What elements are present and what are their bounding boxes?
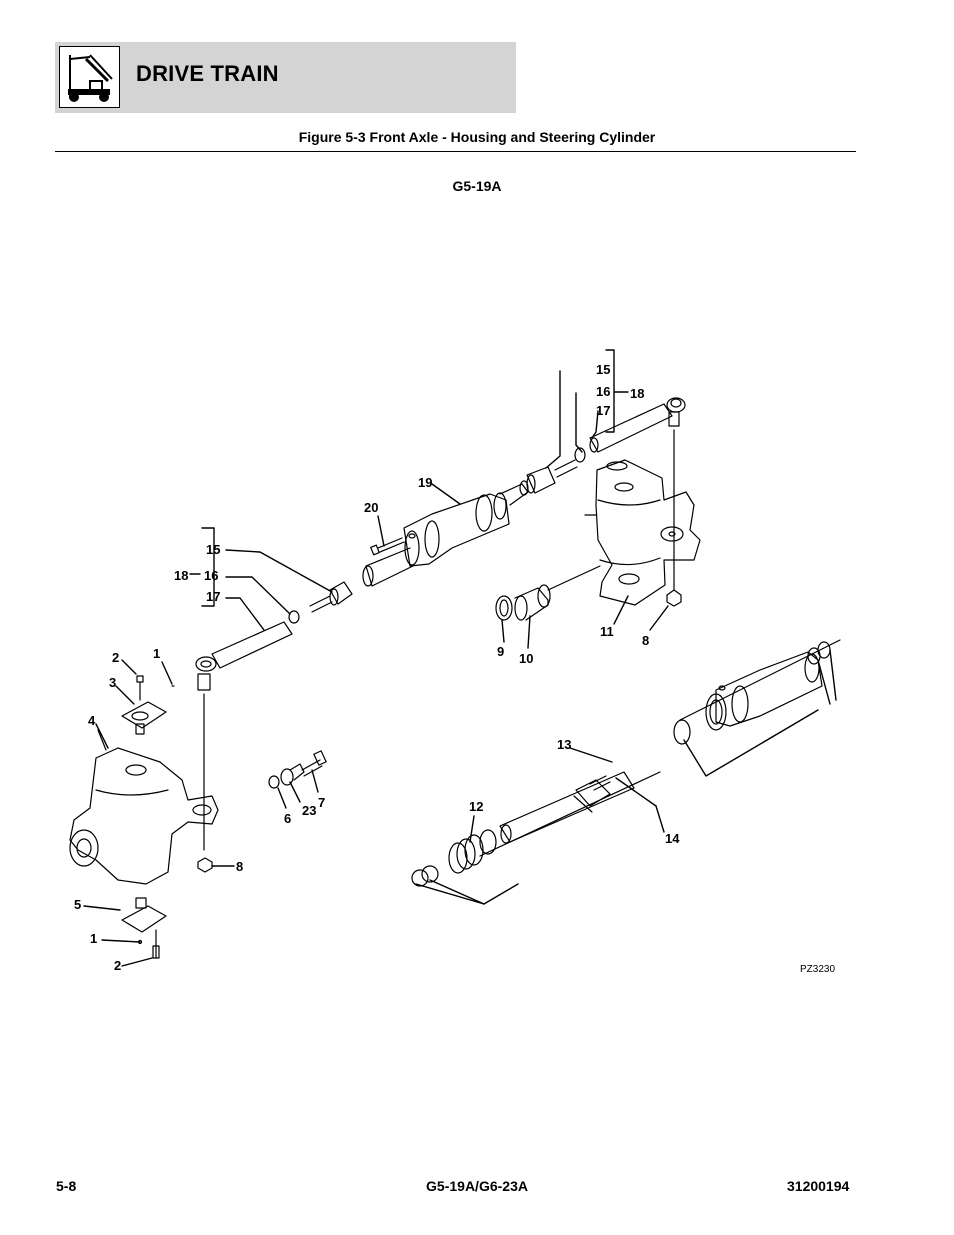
callout-6: 6	[284, 811, 291, 826]
callout-16-lower: 16	[204, 568, 218, 583]
callout-11: 11	[600, 624, 614, 639]
section-title: DRIVE TRAIN	[136, 61, 279, 86]
callout-12: 12	[469, 799, 483, 814]
drawing-id: PZ3230	[800, 964, 836, 975]
bolt-20	[370, 537, 405, 556]
page-number: 5-8	[56, 1178, 77, 1194]
callout-2-upper: 2	[112, 650, 119, 665]
steering-cylinder-upper	[362, 480, 529, 587]
steering-knuckle-right	[584, 459, 701, 606]
doc-number: 31200194	[787, 1178, 850, 1194]
callout-18-lower: 18	[174, 568, 188, 583]
callout-13: 13	[557, 737, 571, 752]
footer-models: G5-19A/G6-23A	[426, 1178, 528, 1194]
callout-1-upper: 1	[153, 646, 160, 661]
callout-15-upper: 15	[596, 362, 610, 377]
callout-10: 10	[519, 651, 533, 666]
callout-19: 19	[418, 475, 432, 490]
callout-20: 20	[364, 500, 378, 515]
callout-8-lower: 8	[236, 859, 243, 874]
leader-lines	[83, 349, 837, 967]
header-band	[55, 42, 516, 113]
king-pin-cap-upper	[121, 675, 175, 735]
callout-4: 4	[88, 713, 96, 728]
bolt-assembly-lower	[268, 750, 327, 789]
nut-8-lower	[197, 857, 213, 873]
callout-17-upper: 17	[596, 403, 610, 418]
callout-18-upper: 18	[630, 386, 644, 401]
callout-7: 7	[318, 795, 325, 810]
callout-16-upper: 16	[596, 384, 610, 399]
callout-23: 23	[302, 803, 316, 818]
callout-2-lower: 2	[114, 958, 121, 973]
title-rule	[55, 151, 856, 152]
callout-14: 14	[665, 831, 680, 846]
figure-title: Figure 5-3 Front Axle - Housing and Stee…	[298, 129, 656, 145]
seal-and-bushing	[495, 565, 601, 621]
figure-model: G5-19A	[452, 178, 502, 194]
callout-1-lower: 1	[90, 931, 97, 946]
callout-3: 3	[109, 675, 116, 690]
callout-5: 5	[74, 897, 81, 912]
callout-15-lower: 15	[206, 542, 220, 557]
steering-cylinder-lower	[411, 639, 841, 887]
callout-8-upper: 8	[642, 633, 649, 648]
tie-rod-upper	[526, 397, 686, 607]
callout-17-lower: 17	[206, 589, 220, 604]
steering-knuckle-left	[69, 729, 219, 885]
tie-rod-lower	[195, 581, 353, 851]
callout-9: 9	[497, 644, 504, 659]
lift-truck-icon	[59, 46, 120, 108]
king-pin-cap-lower	[121, 897, 167, 959]
